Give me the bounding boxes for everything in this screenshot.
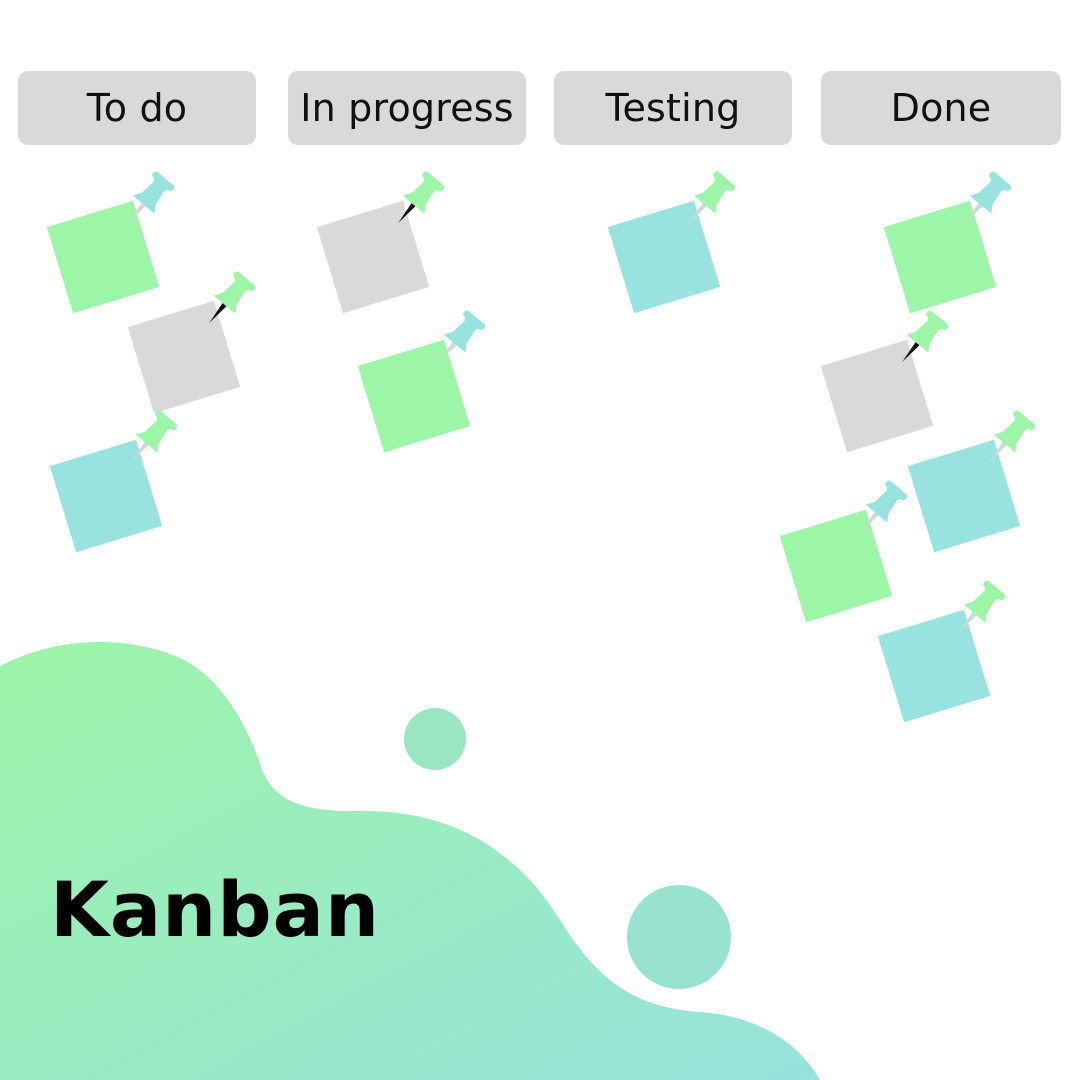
sticky-note-testing[interactable] — [607, 170, 737, 314]
sticky-note-to-do[interactable] — [127, 270, 257, 414]
column-header-in-progress[interactable]: In progress — [288, 71, 526, 145]
decor-circle-small — [404, 708, 466, 770]
sticky-note-card — [357, 339, 471, 453]
push-pin-icon — [689, 171, 736, 224]
sticky-note-card — [877, 609, 991, 723]
sticky-note-done[interactable] — [779, 479, 909, 623]
sticky-note-card — [316, 200, 430, 314]
sticky-note-to-do[interactable] — [49, 409, 179, 553]
column-header-todo[interactable]: To do — [18, 71, 256, 145]
sticky-note-card — [883, 200, 997, 314]
sticky-note-to-do[interactable] — [46, 170, 176, 314]
push-pin-icon — [965, 171, 1012, 224]
page-title: Kanban — [50, 865, 381, 954]
push-pin-icon — [209, 271, 256, 324]
sticky-note-card — [49, 439, 163, 553]
push-pin-icon — [131, 410, 178, 463]
push-pin-icon — [959, 580, 1006, 633]
sticky-note-card — [779, 509, 893, 623]
column-header-label: Testing — [605, 86, 741, 130]
sticky-note-card — [607, 200, 721, 314]
sticky-note-done[interactable] — [820, 309, 950, 453]
push-pin-icon — [439, 310, 486, 363]
push-pin-icon — [861, 480, 908, 533]
push-pin-icon — [398, 171, 445, 224]
column-header-label: To do — [86, 86, 188, 130]
push-pin-icon — [128, 171, 175, 224]
sticky-note-card — [127, 300, 241, 414]
sticky-note-in-progress[interactable] — [316, 170, 446, 314]
sticky-note-card — [907, 439, 1021, 553]
sticky-note-card — [820, 339, 934, 453]
column-header-label: In progress — [300, 86, 514, 130]
sticky-note-done[interactable] — [883, 170, 1013, 314]
sticky-note-in-progress[interactable] — [357, 309, 487, 453]
background-blob — [0, 642, 820, 1080]
cards-layer — [46, 170, 1037, 723]
column-header-label: Done — [890, 86, 992, 130]
column-header-done[interactable]: Done — [821, 71, 1061, 145]
sticky-note-card — [46, 200, 160, 314]
sticky-note-done[interactable] — [907, 409, 1037, 553]
decor-circle-large — [627, 885, 731, 989]
push-pin-icon — [902, 310, 949, 363]
column-header-testing[interactable]: Testing — [554, 71, 792, 145]
sticky-note-done[interactable] — [877, 579, 1007, 723]
push-pin-icon — [989, 410, 1036, 463]
